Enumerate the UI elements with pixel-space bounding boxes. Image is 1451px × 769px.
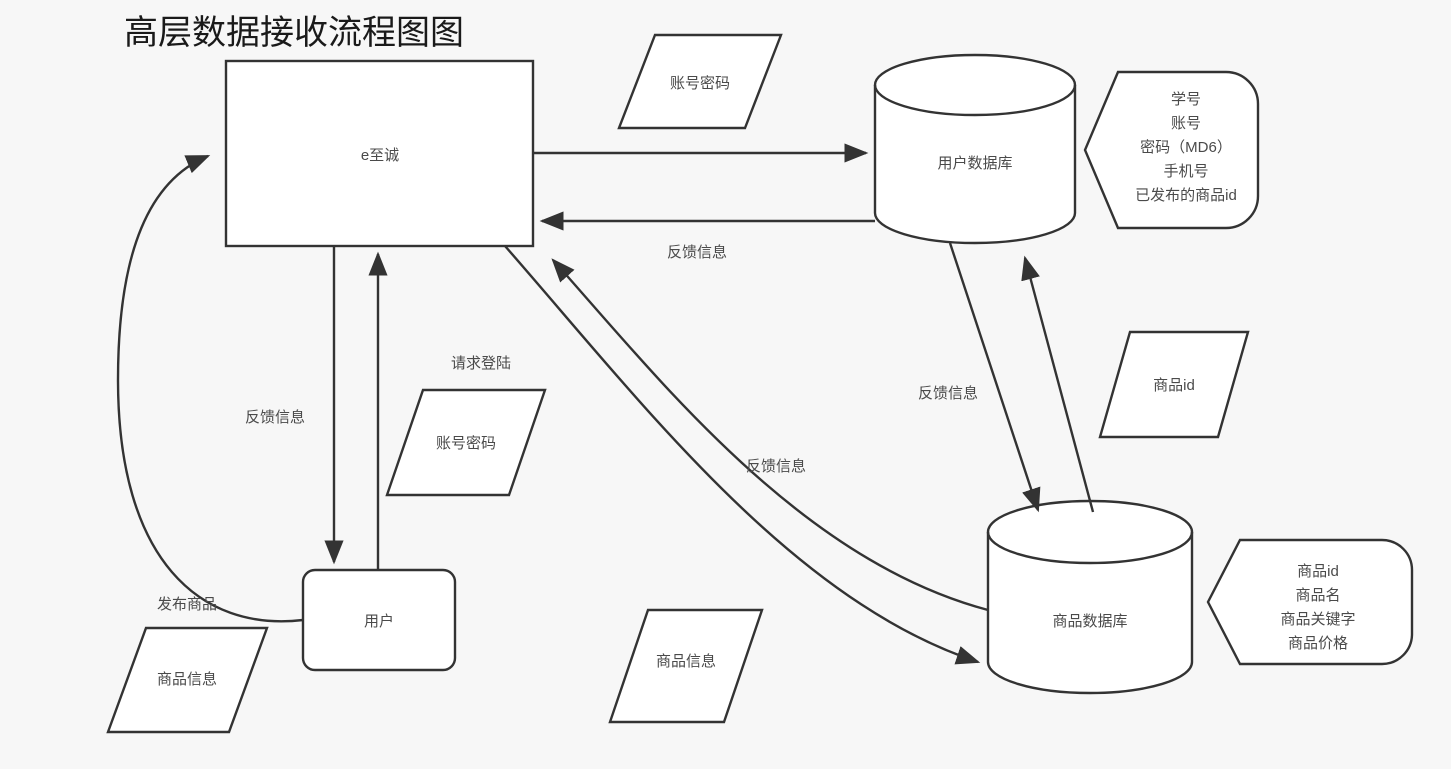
node-user[interactable]: 用户 (301, 568, 457, 672)
arrow-productdb-to-process (551, 258, 989, 612)
edge-label-feedback-productdb: 反馈信息 (746, 458, 806, 475)
note-product-database[interactable]: 商品id 商品名 商品关键字 商品价格 (1206, 538, 1414, 666)
product-db-cylinder-body (986, 499, 1194, 695)
data-shape-account-password-mid[interactable]: 账号密码 (385, 388, 547, 497)
product-db-label: 商品数据库 (1052, 613, 1127, 630)
user-db-note-line-5: 已发布的商品id (1135, 187, 1237, 204)
user-db-cylinder-body (873, 53, 1077, 245)
data-shape-product-info-bottom[interactable]: 商品信息 (608, 608, 764, 724)
note-user-database[interactable]: 学号 账号 密码（MD6） 手机号 已发布的商品id (1083, 70, 1260, 230)
user-db-note-line-2: 账号 (1171, 115, 1201, 132)
node-user-database[interactable]: 用户数据库 (873, 53, 1077, 245)
data-shape-product-id[interactable]: 商品id (1098, 330, 1250, 439)
product-db-note-shape (1206, 538, 1414, 666)
user-db-note-line-1: 学号 (1171, 91, 1201, 108)
product-db-note-line-4: 商品价格 (1288, 635, 1348, 652)
account-password-top-label: 账号密码 (670, 75, 730, 92)
account-password-mid-label: 账号密码 (436, 435, 496, 452)
node-product-database[interactable]: 商品数据库 (986, 499, 1194, 695)
data-shape-account-password-top[interactable]: 账号密码 (617, 33, 783, 130)
node-process-system[interactable]: e至诚 (224, 59, 535, 248)
edge-label-request-login: 请求登陆 (451, 355, 511, 372)
data-shape-product-info-left[interactable]: 商品信息 (106, 626, 269, 734)
arrow-userdb-to-productdb (948, 242, 1041, 513)
product-db-note-line-3: 商品关键字 (1280, 611, 1355, 628)
account-password-mid-shape (385, 388, 547, 497)
product-db-note-line-1: 商品id (1297, 563, 1339, 580)
product-id-label: 商品id (1153, 377, 1195, 394)
edge-label-feedback-left: 反馈信息 (245, 409, 305, 426)
user-box-label: 用户 (364, 613, 394, 630)
user-db-note-line-3: 密码（MD6） (1140, 139, 1232, 156)
page-title: 高层数据接收流程图图 (124, 14, 464, 52)
product-db-note-line-2: 商品名 (1295, 587, 1340, 604)
arrow-productdb-to-userdb (1021, 255, 1095, 513)
arrow-process-to-productdb (504, 245, 981, 665)
product-db-cylinder-top (986, 531, 1194, 565)
process-box-label: e至诚 (361, 147, 399, 164)
product-info-bottom-label: 商品信息 (656, 653, 716, 670)
edge-label-publish-product: 发布商品 (157, 596, 217, 613)
user-db-cylinder-top (873, 84, 1077, 117)
product-info-left-shape (106, 626, 269, 734)
product-info-bottom-shape (608, 608, 764, 724)
product-info-left-label: 商品信息 (157, 671, 217, 688)
user-db-label: 用户数据库 (937, 155, 1012, 172)
product-id-shape (1098, 330, 1250, 439)
user-db-note-line-4: 手机号 (1163, 163, 1208, 180)
arrow-user-to-process-curved (116, 154, 304, 623)
user-db-note-shape (1083, 70, 1260, 230)
edge-label-feedback-between-db: 反馈信息 (918, 385, 978, 402)
process-box-shape (224, 59, 535, 248)
account-password-top-shape (617, 33, 783, 130)
edge-label-feedback-userdb: 反馈信息 (667, 244, 727, 261)
